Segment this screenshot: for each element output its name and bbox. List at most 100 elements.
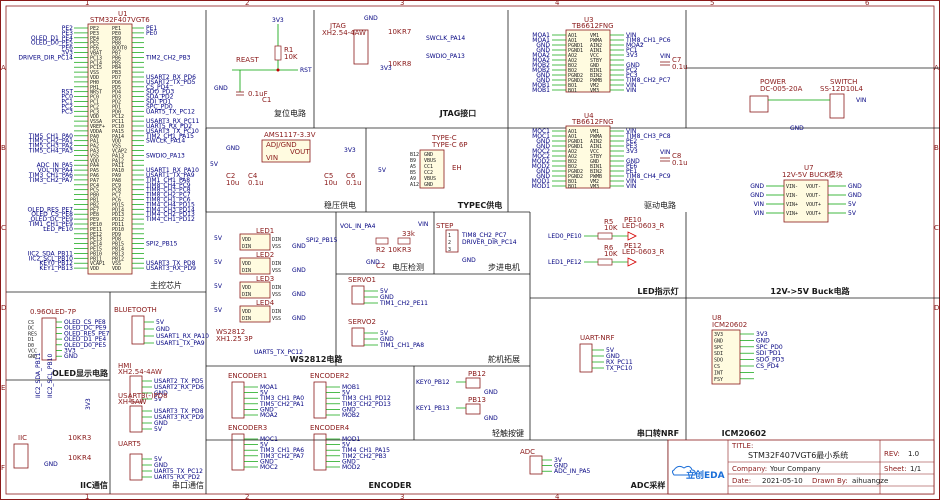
- ws-led-name: LED1: [256, 227, 274, 235]
- icm-pin: SDO: [714, 358, 723, 364]
- oled-pin: GND: [28, 354, 37, 360]
- border-row-label: F: [1, 464, 5, 472]
- driver-net-right: VIN: [626, 87, 636, 94]
- ws-vcc: 5V: [214, 307, 223, 314]
- volt-vcc: VIN: [418, 221, 428, 228]
- encoder-net: GND: [260, 406, 274, 413]
- section-title-volt: 电压检测: [392, 262, 424, 272]
- jtag-vcc: 3V3: [380, 65, 392, 72]
- section-title-main: 主控芯片: [150, 280, 182, 290]
- uart-net: 5V: [154, 456, 163, 463]
- driver-net-right: GND: [626, 62, 640, 69]
- encoder-net: TIM4_CH1_PA15: [341, 447, 390, 454]
- driver-net-right: VIN: [626, 32, 636, 39]
- icm-net: CS_PD4: [756, 363, 779, 370]
- key-gnd: GND: [484, 389, 498, 396]
- key-switch[interactable]: [465, 377, 481, 389]
- ws-led-name: LED3: [256, 275, 274, 283]
- driver-net-left: MOA1: [532, 37, 550, 44]
- key-gnd: GND: [484, 415, 498, 422]
- mcu-net-left: IIC2_SDA_PB11: [28, 250, 74, 257]
- cap-designator: C7: [672, 56, 681, 64]
- icm-net: 3V3: [756, 331, 768, 338]
- mcu-pin-left: PA2: [90, 144, 99, 150]
- encoder-net: TIM3_CH1_PD12: [341, 395, 391, 402]
- led-part: LED-0603_R: [622, 222, 665, 230]
- driver-pin-left: AO1: [568, 134, 577, 140]
- power-part: DC-005-20A: [760, 85, 803, 93]
- reset-r-value: 10K: [284, 53, 298, 61]
- mcu-net-left: 3V3: [61, 50, 73, 57]
- mcu-net-right: USART2_TX_PD5: [146, 79, 196, 86]
- stepper-net-2: DRIVER_DIR_PC14: [462, 239, 517, 246]
- mcu-pin-right: PD13: [112, 212, 124, 218]
- volt-c: C2: [376, 262, 385, 270]
- mcu-net-right: PE0: [146, 30, 157, 37]
- mcu-pin-left: PC14: [90, 60, 102, 66]
- buck-net-left: GND: [750, 183, 764, 190]
- reset-gnd: GND: [214, 85, 228, 92]
- mcu-pin-right: PD6: [112, 80, 121, 86]
- border-col-label: 3: [400, 0, 404, 7]
- ws-pin: VDD: [242, 261, 251, 267]
- icm-pin: CS: [714, 364, 720, 370]
- mcu-pin-right: VSS: [112, 261, 121, 267]
- buck-net-right: GND: [848, 192, 862, 199]
- mcu-pin-left: PA1: [90, 139, 99, 145]
- typec-part: TYPE-C: [431, 134, 457, 142]
- buck-net-left: VIN: [754, 210, 764, 217]
- buck-net-right: 5V: [848, 201, 857, 208]
- driver-pin-left: BO2: [568, 63, 577, 69]
- border-col-label: 2: [245, 0, 249, 7]
- driver-net-left: MOA2: [532, 57, 550, 64]
- mcu-pin-left: PE3: [90, 31, 99, 37]
- ws-pin: DIN: [242, 292, 251, 298]
- driver-net-right: PC2: [626, 67, 638, 74]
- volt-net: VOL_IN_PA4: [340, 223, 376, 230]
- section-title-keys: 轻触按键: [492, 428, 524, 438]
- ws-pin: DIN: [272, 309, 281, 315]
- driver-body: [565, 125, 611, 189]
- mcu-net-left: TIM1_CH1_PE9: [28, 221, 73, 228]
- volt-rb: R3: [402, 246, 411, 254]
- buck-pin-left: VIN-: [786, 193, 798, 199]
- mcu-net-right: SPI2_PB15: [146, 241, 178, 248]
- led-r-designator: R6: [604, 244, 614, 252]
- oled-net: OLED_RES_PE7: [64, 330, 110, 337]
- mcu-pin-right: PA12: [112, 158, 124, 164]
- driver-net-left: MOD2: [532, 163, 551, 170]
- driver-net-right: PC1: [626, 47, 638, 54]
- encoder-net: MOA2: [260, 412, 278, 419]
- uart-net: UART5_TX_PC12: [154, 468, 203, 475]
- driver-pin-right: GND: [590, 159, 599, 165]
- uart-net: USART2_TX_PD5: [154, 378, 204, 385]
- mcu-pin-left: PC3: [90, 109, 99, 115]
- ws2812-chain: WS2812 XH1.25 3P SPI2_PB15 UART5_TX_PC12…: [214, 227, 338, 356]
- mcu-net-left: KEY0_PB12: [39, 260, 73, 267]
- mcu-pin-right: PC12: [112, 114, 124, 120]
- mcu-pin-right: PB7: [112, 51, 121, 57]
- mcu-net-right: UART5_TX_PC12: [146, 108, 195, 115]
- driver-pin-right: GND: [590, 63, 599, 69]
- mcu-pin-left: VDD: [90, 266, 99, 272]
- power-net: VIN: [856, 97, 866, 104]
- jtag-r8-value: 10K: [388, 60, 402, 68]
- driver-pin-right: VM2: [590, 179, 599, 185]
- mcu-net-left: PE2: [62, 25, 73, 32]
- oled-net: 3V3: [64, 348, 76, 355]
- mcu-net-left: VOL_IN_PA4: [38, 167, 74, 174]
- key-switch[interactable]: [465, 403, 481, 415]
- mcu-net-right: SWCLK_PA14: [146, 138, 185, 145]
- mcu-pin-left: PH0: [90, 80, 99, 86]
- ws-led-body: [239, 233, 271, 251]
- section-title-ws2812: WS2812电路: [290, 354, 344, 364]
- mcu-pin-right: PB14: [112, 247, 124, 253]
- section-title-buck: 12V->5V Buck电路: [770, 286, 850, 296]
- driver-net-left: MOA1: [532, 32, 550, 39]
- mcu-net-right: SDA_PD2: [146, 94, 174, 101]
- mcu-symbol: STM32F407VGT6 U1 PE2PE2PE3PE3PE4OLED_D1_…: [18, 10, 200, 275]
- ldo-cap-c6: C6: [346, 172, 356, 180]
- company-label: Company:: [732, 465, 767, 473]
- jtag-swclk: SWCLK_PA14: [426, 35, 465, 42]
- mcu-pin-left: VSS: [90, 70, 99, 76]
